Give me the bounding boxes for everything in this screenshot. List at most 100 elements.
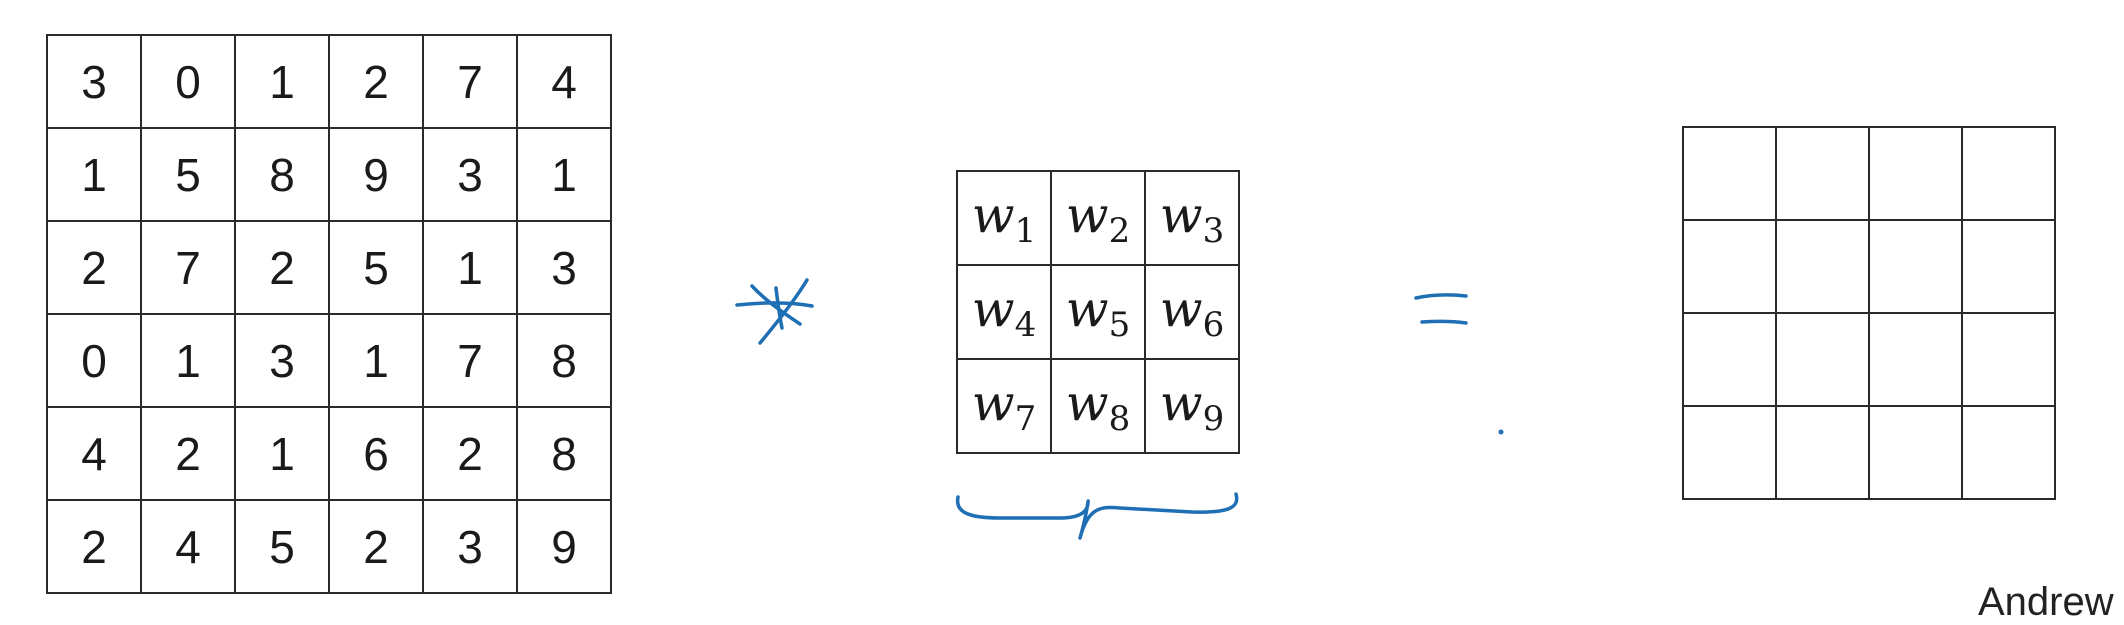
convolution-operator-icon — [735, 278, 814, 345]
input-matrix-cell: 2 — [422, 406, 518, 501]
filter-weight-symbol: w — [1159, 185, 1203, 244]
input-matrix-cell: 2 — [328, 34, 424, 129]
input-matrix-cell: 6 — [328, 406, 424, 501]
input-matrix-cell: 9 — [328, 127, 424, 222]
input-matrix-cell: 3 — [516, 220, 612, 315]
output-matrix-cell — [1868, 312, 1963, 407]
input-matrix-cell: 3 — [234, 313, 330, 408]
equals-sign-icon — [1414, 293, 1468, 325]
input-matrix-cell: 8 — [234, 127, 330, 222]
filter-weight-subscript: 1 — [1014, 210, 1037, 251]
input-matrix-cell: 3 — [422, 127, 518, 222]
output-matrix-cell — [1868, 405, 1963, 500]
input-matrix-cell: 2 — [328, 499, 424, 594]
input-matrix-cell: 3 — [422, 499, 518, 594]
output-matrix-cell — [1961, 126, 2056, 221]
input-matrix-cell: 5 — [234, 499, 330, 594]
input-matrix-cell: 2 — [46, 220, 142, 315]
filter-weight-cell: w5 — [1050, 264, 1146, 360]
input-matrix-cell: 1 — [140, 313, 236, 408]
output-matrix-body — [1682, 126, 2056, 500]
input-matrix-cell: 4 — [46, 406, 142, 501]
filter-weight-cell: w9 — [1144, 358, 1240, 454]
input-matrix-cell: 1 — [328, 313, 424, 408]
input-matrix-cell: 4 — [140, 499, 236, 594]
input-matrix-cell: 8 — [516, 313, 612, 408]
input-matrix-cell: 9 — [516, 499, 612, 594]
filter-weight-symbol: w — [971, 373, 1015, 432]
output-matrix-cell — [1682, 312, 1777, 407]
output-matrix-cell — [1775, 405, 1870, 500]
output-matrix-row — [1682, 405, 2056, 500]
filter-weight-symbol: w — [1065, 185, 1109, 244]
filter-weight-cell: w3 — [1144, 170, 1240, 266]
stray-dot-mark — [1498, 429, 1504, 435]
filter-weight-subscript: 7 — [1014, 398, 1037, 439]
output-matrix-row — [1682, 219, 2056, 314]
filter-weight-subscript: 9 — [1202, 398, 1225, 439]
output-matrix-row — [1682, 126, 2056, 221]
input-matrix-cell: 7 — [140, 220, 236, 315]
filter-weight-symbol: w — [1065, 373, 1109, 432]
output-matrix-cell — [1682, 219, 1777, 314]
output-matrix-cell — [1775, 312, 1870, 407]
filter-weight-symbol: w — [1159, 373, 1203, 432]
input-matrix-cell: 0 — [46, 313, 142, 408]
filter-weight-cell: w7 — [956, 358, 1052, 454]
output-matrix-cell — [1682, 126, 1777, 221]
filter-weight-subscript: 5 — [1108, 304, 1131, 345]
output-matrix-cell — [1961, 405, 2056, 500]
input-matrix-cell: 7 — [422, 313, 518, 408]
input-matrix-cell: 4 — [516, 34, 612, 129]
output-matrix-cell — [1961, 219, 2056, 314]
filter-weight-subscript: 8 — [1108, 398, 1131, 439]
input-matrix-cell: 3 — [46, 34, 142, 129]
input-matrix-cell: 1 — [46, 127, 142, 222]
input-matrix-cell: 1 — [234, 406, 330, 501]
filter-weight-cell: w8 — [1050, 358, 1146, 454]
output-matrix-cell — [1961, 312, 2056, 407]
filter-weight-symbol: w — [1159, 279, 1203, 338]
filter-weight-symbol: w — [1065, 279, 1109, 338]
filter-weight-cell: w1 — [956, 170, 1052, 266]
input-matrix-cell: 5 — [140, 127, 236, 222]
output-matrix-cell — [1775, 219, 1870, 314]
input-matrix-cell: 5 — [328, 220, 424, 315]
input-matrix-cell: 2 — [46, 499, 142, 594]
filter-weight-subscript: 4 — [1014, 304, 1037, 345]
filter-weight-subscript: 2 — [1108, 210, 1131, 251]
output-matrix-row — [1682, 312, 2056, 407]
output-matrix-cell — [1775, 126, 1870, 221]
input-matrix-cell: 1 — [422, 220, 518, 315]
input-matrix-cell: 8 — [516, 406, 612, 501]
input-matrix-cell: 1 — [516, 127, 612, 222]
filter-weight-symbol: w — [971, 279, 1015, 338]
filter-weight-cell: w6 — [1144, 264, 1240, 360]
input-matrix-cell: 2 — [234, 220, 330, 315]
filter-weight-symbol: w — [971, 185, 1015, 244]
output-matrix — [1682, 126, 2056, 500]
author-credit: Andrew — [1978, 580, 2114, 624]
output-matrix-cell — [1868, 126, 1963, 221]
input-matrix-cell: 1 — [234, 34, 330, 129]
input-matrix-cell: 2 — [140, 406, 236, 501]
brace-icon — [955, 492, 1239, 540]
filter-weight-cell: w4 — [956, 264, 1052, 360]
output-matrix-cell — [1868, 219, 1963, 314]
output-matrix-cell — [1682, 405, 1777, 500]
filter-weight-cell: w2 — [1050, 170, 1146, 266]
input-matrix-cell: 7 — [422, 34, 518, 129]
filter-weight-subscript: 6 — [1202, 304, 1225, 345]
